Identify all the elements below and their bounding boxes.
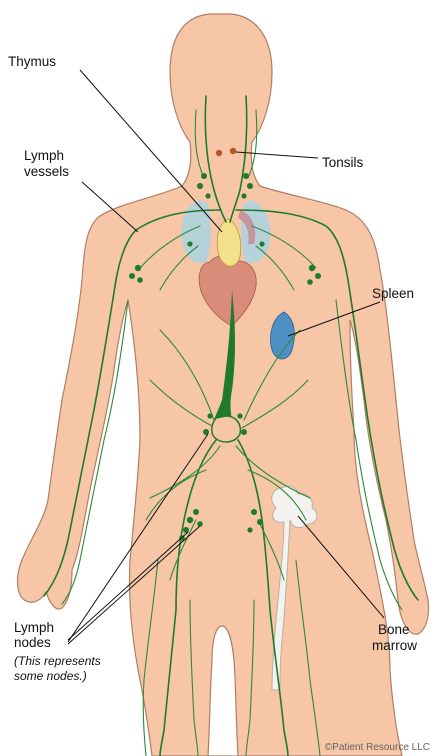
- label-bone-marrow-1: Bone: [378, 622, 410, 637]
- label-lymph-nodes-note-2: some nodes.): [14, 669, 87, 683]
- label-lymph-vessels-1: Lymph: [24, 148, 64, 163]
- cisterna-chyli: [212, 416, 241, 442]
- body-figure: [18, 14, 429, 756]
- label-lymph-nodes-2: nodes: [14, 635, 51, 650]
- copyright-notice: ©Patient Resource LLC: [325, 742, 430, 753]
- label-lymph-nodes-1: Lymph: [14, 620, 54, 635]
- label-bone-marrow-2: marrow: [372, 638, 417, 653]
- label-thymus: Thymus: [8, 54, 56, 69]
- tonsil-left: [216, 150, 222, 156]
- tonsil-right: [230, 148, 236, 154]
- label-tonsils: Tonsils: [322, 155, 364, 170]
- label-lymph-vessels-2: vessels: [24, 164, 69, 179]
- label-lymph-nodes-note-1: (This represents: [14, 654, 101, 668]
- label-spleen: Spleen: [372, 286, 414, 301]
